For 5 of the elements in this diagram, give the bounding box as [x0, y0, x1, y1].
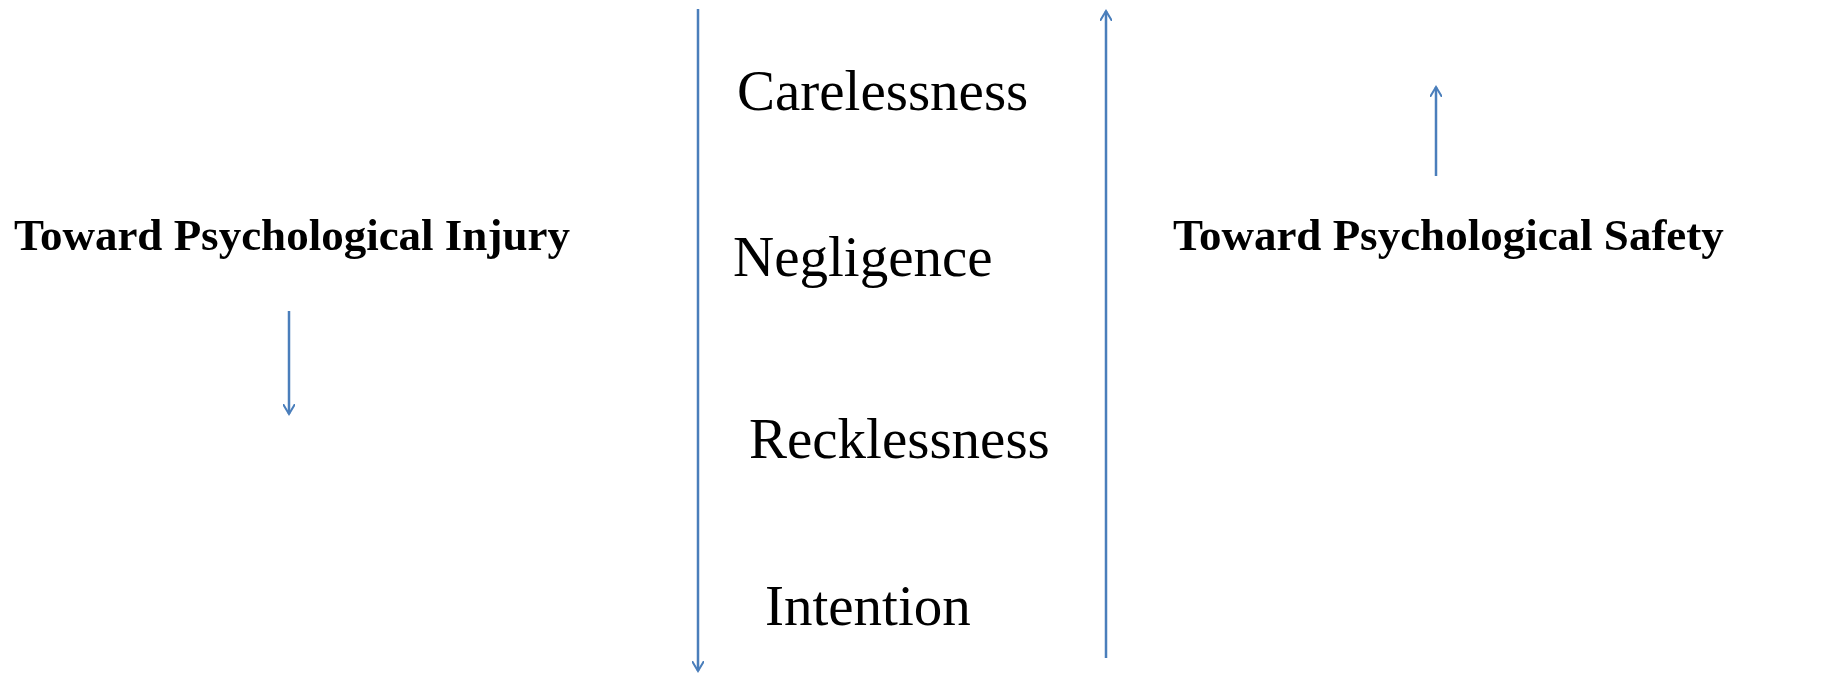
- scale-term: Recklessness: [749, 409, 1050, 467]
- scale-term: Intention: [765, 576, 971, 634]
- heading: Toward Psychological Injury: [14, 212, 570, 258]
- heading: Toward Psychological Safety: [1173, 212, 1724, 258]
- scale-term: Carelessness: [737, 61, 1029, 119]
